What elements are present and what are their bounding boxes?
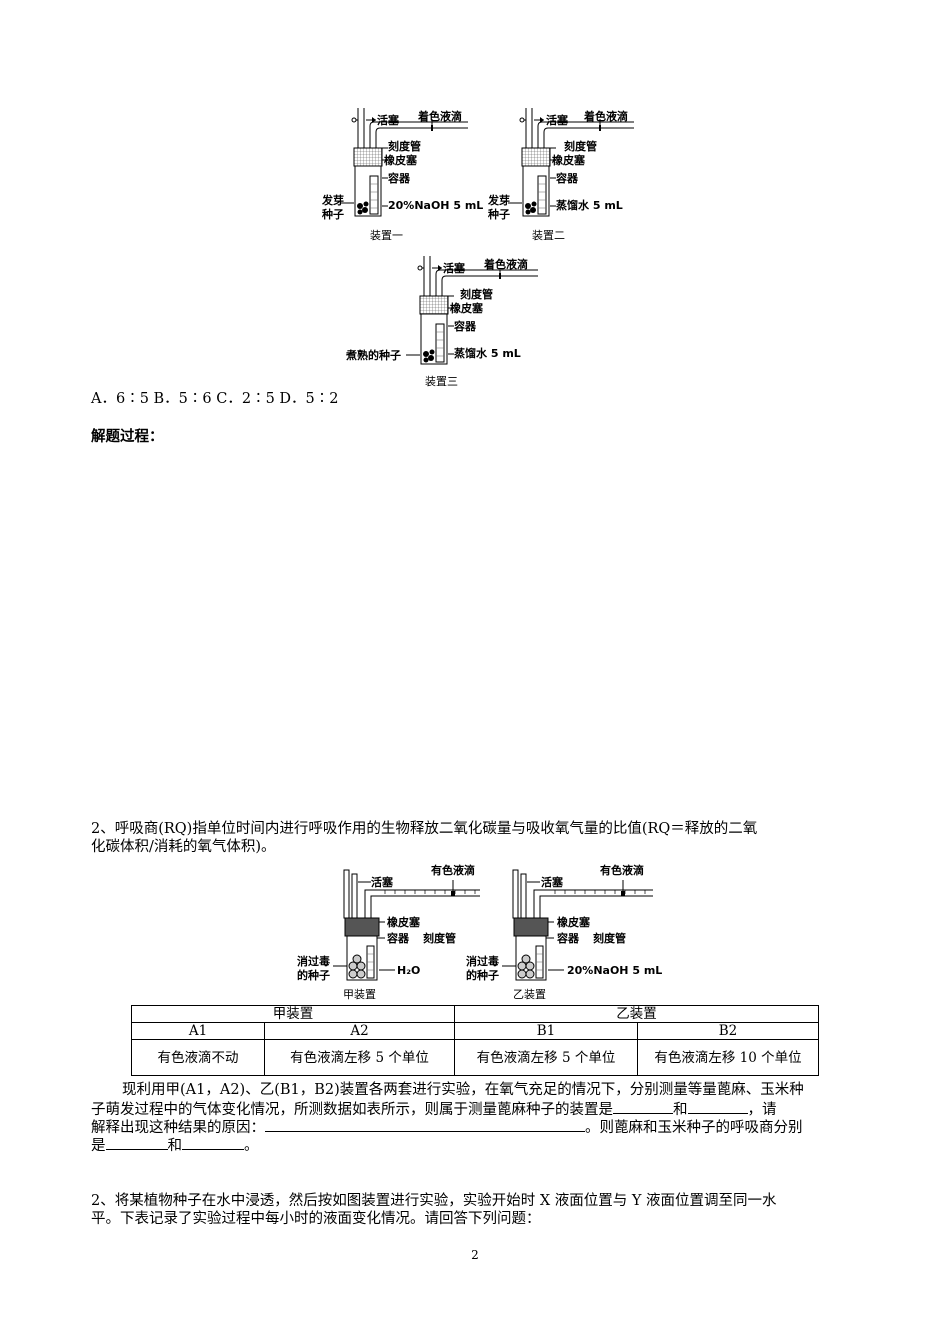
label-stopper: 橡皮塞 bbox=[384, 153, 418, 167]
label-liquid: 20%NaOH 5 mL bbox=[567, 964, 662, 977]
label-seeds-2: 种子 bbox=[321, 207, 344, 221]
header-b1: B1 bbox=[454, 1022, 638, 1040]
label-scale: 刻度管 bbox=[593, 931, 626, 945]
header-jia: 甲装置 bbox=[131, 1005, 455, 1023]
cooked-seeds-icon bbox=[423, 349, 435, 363]
label-seeds-1: 发芽 bbox=[487, 193, 510, 207]
label-droplet: 着色液滴 bbox=[583, 109, 628, 123]
text: 。则蓖麻和玉米种子的呼吸商分别 bbox=[585, 1120, 803, 1136]
q1-solution-heading: 解题过程： bbox=[91, 428, 164, 445]
table-row: A1 A2 B1 B2 bbox=[131, 1022, 819, 1040]
q2-para-line3: 解释出现这种结果的原因： 。则蓖麻和玉米种子的呼吸商分别 bbox=[91, 1117, 803, 1137]
label-seeds-1: 消过毒 bbox=[297, 954, 330, 968]
answer-blank-4[interactable] bbox=[182, 1135, 244, 1150]
label-container: 容器 bbox=[387, 171, 411, 185]
table-row: 甲装置 乙装置 bbox=[131, 1005, 819, 1023]
q2-intro-line2: 化碳体积/消耗的氧气体积)。 bbox=[91, 839, 276, 855]
q2-para-line2: 子萌发过程中的气体变化情况，所测数据如表所示，则属于测量蓖麻种子的装置是 和 ，请 bbox=[91, 1099, 777, 1119]
text: 和 bbox=[167, 1138, 183, 1154]
apparatus-one: 活塞 着色液滴 刻度管 橡皮塞 容器 20%NaOH 5 mL 发芽 种子 装置… bbox=[321, 108, 483, 242]
label-droplet: 有色液滴 bbox=[600, 863, 644, 877]
label-stopper: 橡皮塞 bbox=[450, 301, 484, 315]
apparatus-two: 活塞 着色液滴 刻度管 橡皮塞 容器 蒸馏水 5 mL 发芽 种子 装置二 bbox=[487, 108, 634, 242]
text: 。 bbox=[244, 1138, 259, 1154]
header-b2: B2 bbox=[637, 1022, 819, 1040]
cell-a1: 有色液滴不动 bbox=[131, 1039, 265, 1076]
page-number: 2 bbox=[471, 1248, 479, 1262]
label-droplet: 着色液滴 bbox=[417, 109, 462, 123]
seeds-icon bbox=[348, 954, 366, 979]
q1-options: A．6∶5 B．5∶6 C．2∶5 D．5∶2 bbox=[91, 391, 339, 407]
cell-b1: 有色液滴左移 5 个单位 bbox=[454, 1039, 638, 1076]
cell-a2: 有色液滴左移 5 个单位 bbox=[264, 1039, 455, 1076]
figure-respirometers-2: 活塞 有色液滴 橡皮塞 容器 刻度管 H₂O 消过毒 的种子 甲装置 活塞 有色… bbox=[297, 863, 662, 1001]
figure-respirometers-1: 活塞 着色液滴 刻度管 橡皮塞 容器 20%NaOH 5 mL 发芽 种子 装置… bbox=[321, 108, 634, 388]
label-scale: 刻度管 bbox=[460, 287, 493, 301]
apparatus-yi: 活塞 有色液滴 橡皮塞 容器 刻度管 20%NaOH 5 mL 消过毒 的种子 … bbox=[466, 863, 662, 1001]
caption-apparatus-one: 装置一 bbox=[370, 229, 403, 242]
q3-line1: 2、将某植物种子在水中浸透，然后按如图装置进行实验，实验开始时 X 液面位置与 … bbox=[91, 1193, 777, 1209]
apparatus-jia: 活塞 有色液滴 橡皮塞 容器 刻度管 H₂O 消过毒 的种子 甲装置 bbox=[297, 863, 480, 1001]
label-seeds-2: 的种子 bbox=[297, 968, 330, 982]
label-liquid: 蒸馏水 5 mL bbox=[556, 198, 623, 212]
label-liquid: 蒸馏水 5 mL bbox=[454, 346, 521, 360]
header-yi: 乙装置 bbox=[454, 1005, 819, 1023]
label-droplet: 有色液滴 bbox=[431, 863, 475, 877]
label-stopper: 橡皮塞 bbox=[557, 915, 591, 929]
label-stopcock: 活塞 bbox=[371, 875, 394, 889]
caption-apparatus-two: 装置二 bbox=[532, 229, 565, 242]
caption-yi: 乙装置 bbox=[513, 988, 546, 1001]
label-liquid: 20%NaOH 5 mL bbox=[388, 199, 483, 212]
label-stopper: 橡皮塞 bbox=[387, 915, 421, 929]
q2-results-table: 甲装置 乙装置 A1 A2 B1 B2 有色液滴不动 有色液滴左移 5 个单位 … bbox=[131, 1005, 819, 1076]
label-container: 容器 bbox=[556, 931, 580, 945]
table-row: 有色液滴不动 有色液滴左移 5 个单位 有色液滴左移 5 个单位 有色液滴左移 … bbox=[131, 1039, 819, 1076]
label-container: 容器 bbox=[386, 931, 410, 945]
answer-blank-reason[interactable] bbox=[265, 1117, 585, 1132]
label-scale: 刻度管 bbox=[564, 139, 597, 153]
seeds-icon bbox=[517, 954, 535, 979]
text: 是 bbox=[91, 1138, 106, 1154]
q2-para-line4: 是 和 。 bbox=[91, 1135, 259, 1155]
label-stopcock: 活塞 bbox=[541, 875, 564, 889]
text: 解释出现这种结果的原因： bbox=[91, 1120, 265, 1136]
label-seeds-2: 种子 bbox=[487, 207, 510, 221]
text: ，请 bbox=[747, 1102, 777, 1118]
q2-intro-line1: 2、呼吸商(RQ)指单位时间内进行呼吸作用的生物释放二氧化碳量与吸收氧气量的比值… bbox=[91, 821, 758, 837]
caption-apparatus-three: 装置三 bbox=[425, 375, 458, 388]
label-stopcock: 活塞 bbox=[546, 113, 569, 127]
label-seeds-1: 消过毒 bbox=[466, 954, 499, 968]
label-droplet: 着色液滴 bbox=[483, 257, 528, 271]
text: 子萌发过程中的气体变化情况，所测数据如表所示，则属于测量蓖麻种子的装置是 bbox=[91, 1102, 613, 1118]
q3-line2: 平。下表记录了实验过程中每小时的液面变化情况。请回答下列问题： bbox=[91, 1211, 541, 1227]
label-stopcock: 活塞 bbox=[377, 113, 400, 127]
germinating-seeds-icon bbox=[357, 201, 369, 215]
cell-b2: 有色液滴左移 10 个单位 bbox=[637, 1039, 819, 1076]
label-liquid: H₂O bbox=[397, 964, 420, 977]
header-a2: A2 bbox=[264, 1022, 455, 1040]
answer-blank-2[interactable] bbox=[687, 1099, 748, 1114]
q2-para-line1: 现利用甲(A1，A2)、乙(B1，B2)装置各两套进行实验，在氧气充足的情况下，… bbox=[122, 1082, 804, 1098]
label-container: 容器 bbox=[555, 171, 579, 185]
label-seeds-2: 的种子 bbox=[466, 968, 499, 982]
label-stopper: 橡皮塞 bbox=[552, 153, 586, 167]
header-a1: A1 bbox=[131, 1022, 265, 1040]
label-container: 容器 bbox=[453, 319, 477, 333]
caption-jia: 甲装置 bbox=[343, 988, 376, 1001]
text: 和 bbox=[673, 1102, 688, 1118]
apparatus-three: 活塞 着色液滴 刻度管 橡皮塞 容器 蒸馏水 5 mL 煮熟的种子 装置三 bbox=[345, 256, 538, 388]
label-scale: 刻度管 bbox=[423, 931, 456, 945]
label-cooked-seeds: 煮熟的种子 bbox=[345, 348, 401, 362]
label-seeds-1: 发芽 bbox=[321, 193, 344, 207]
germinating-seeds-icon bbox=[525, 201, 537, 215]
answer-blank-1[interactable] bbox=[613, 1099, 673, 1114]
label-scale: 刻度管 bbox=[388, 139, 421, 153]
answer-blank-3[interactable] bbox=[105, 1135, 168, 1150]
label-stopcock: 活塞 bbox=[443, 261, 466, 275]
